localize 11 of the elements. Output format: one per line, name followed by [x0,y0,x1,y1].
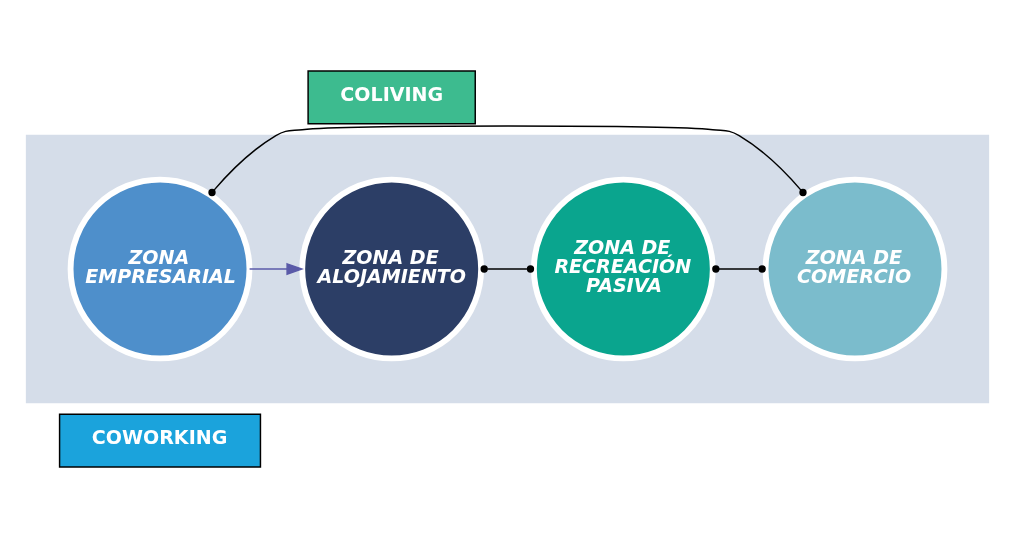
node-circle: ZONA DE ALOJAMIENTO [298,176,484,362]
node-circle: ZONA DE COMERCIO [762,176,947,362]
node-box: COWORKING [58,413,261,468]
node-circle: ZONA DE RECREACIÓN PASIVA [530,176,716,362]
connector [480,265,534,273]
arrow [248,262,304,276]
connector [207,125,807,197]
node-box: COLIVING [306,70,476,125]
node-circle: ZONA EMPRESARIAL [67,176,252,362]
connector [711,265,766,273]
cluster [25,134,989,404]
